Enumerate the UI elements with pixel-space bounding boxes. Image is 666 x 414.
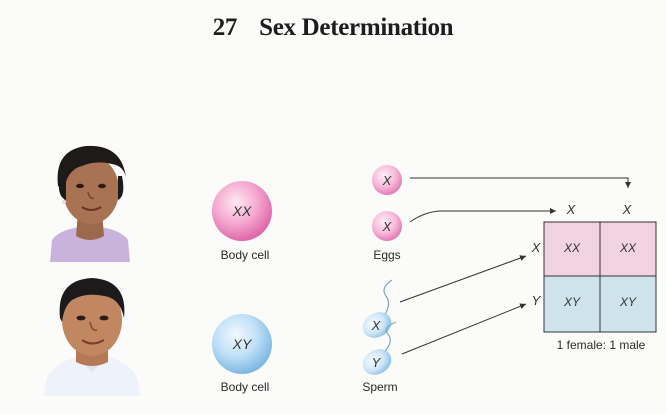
punnett-cell-1-2 bbox=[599, 221, 657, 277]
sperm-label: Sperm bbox=[362, 380, 397, 394]
chapter-title: Sex Determination bbox=[259, 14, 454, 41]
sperm-1: X bbox=[362, 279, 393, 338]
sperm-2: Y bbox=[362, 321, 397, 375]
woman-portrait bbox=[50, 145, 130, 262]
man-portrait bbox=[44, 278, 140, 396]
punnett-col-header-1: X bbox=[566, 202, 577, 217]
arrow-egg2-to-col1 bbox=[409, 208, 556, 223]
punnett-cell-1-2-text: XX bbox=[619, 241, 637, 255]
punnett-row-header-1: X bbox=[531, 240, 542, 255]
punnett-square: X X X Y XX XX XY XY 1 female: 1 male bbox=[531, 202, 657, 352]
egg-1: X bbox=[372, 165, 402, 195]
punnett-cell-2-1-text: XY bbox=[563, 295, 581, 309]
female-body-cell-label: Body cell bbox=[221, 248, 270, 262]
punnett-ratio-label: 1 female: 1 male bbox=[557, 338, 646, 352]
egg-2: X bbox=[372, 211, 402, 241]
punnett-cell-2-2 bbox=[599, 275, 657, 333]
page-title: 27 Sex Determination bbox=[0, 14, 666, 42]
male-body-cell-chromosomes: XY bbox=[232, 336, 253, 352]
female-body-cell-chromosomes: XX bbox=[232, 203, 252, 219]
punnett-cell-2-2-text: XY bbox=[619, 295, 637, 309]
chapter-number: 27 bbox=[212, 14, 238, 41]
sperm-2-chromosome: Y bbox=[372, 355, 382, 370]
male-body-cell-label: Body cell bbox=[221, 380, 270, 394]
arrow-egg1-to-col2 bbox=[410, 177, 631, 188]
sperm-1-chromosome: X bbox=[371, 318, 382, 333]
arrow-sperm1-to-row1 bbox=[399, 255, 527, 303]
eggs-label: Eggs bbox=[373, 248, 400, 262]
punnett-cell-2-1 bbox=[543, 275, 601, 333]
punnett-cell-1-1-text: XX bbox=[563, 241, 581, 255]
female-body-cell: XX Body cell bbox=[212, 181, 272, 262]
punnett-row-header-2: Y bbox=[532, 293, 542, 308]
male-body-cell: XY Body cell bbox=[212, 314, 272, 394]
punnett-col-header-2: X bbox=[622, 202, 633, 217]
egg-1-chromosome: X bbox=[382, 173, 393, 188]
arrow-sperm2-to-row2 bbox=[401, 303, 527, 355]
arrows bbox=[399, 177, 631, 355]
egg-2-chromosome: X bbox=[382, 219, 393, 234]
